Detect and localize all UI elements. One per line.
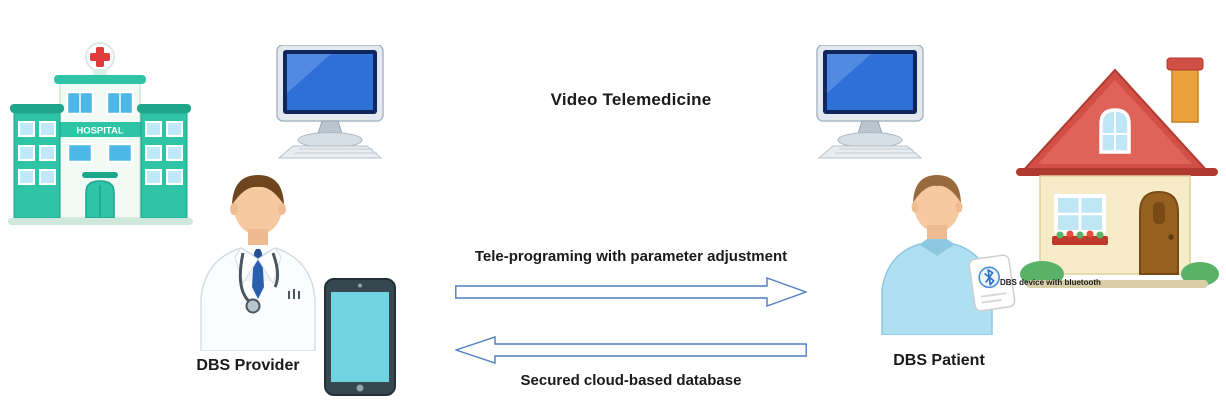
diagram-title: Video Telemedicine [550,90,712,109]
device-note: DBS device with bluetooth [1000,278,1101,287]
hospital-building-icon: HOSPITAL [8,40,193,230]
patient-computer-icon [805,45,935,160]
hospital-sign: HOSPITAL [76,126,124,137]
left-arrow-icon [455,336,807,364]
tablet-icon [323,277,397,397]
flow-label-teleprogramming: Tele-programing with parameter adjustmen… [474,248,788,265]
dbs-device-card [968,254,1016,312]
doctor-avatar-icon [183,163,333,351]
patient-avatar-icon [872,167,1022,335]
patient-label: DBS Patient [893,352,985,369]
provider-computer-icon [265,45,395,160]
house-icon [1012,52,1222,292]
right-arrow-icon [455,277,807,307]
provider-label: DBS Provider [196,357,300,374]
flow-label-cloud-database: Secured cloud-based database [520,372,742,389]
bluetooth-icon [984,269,995,286]
